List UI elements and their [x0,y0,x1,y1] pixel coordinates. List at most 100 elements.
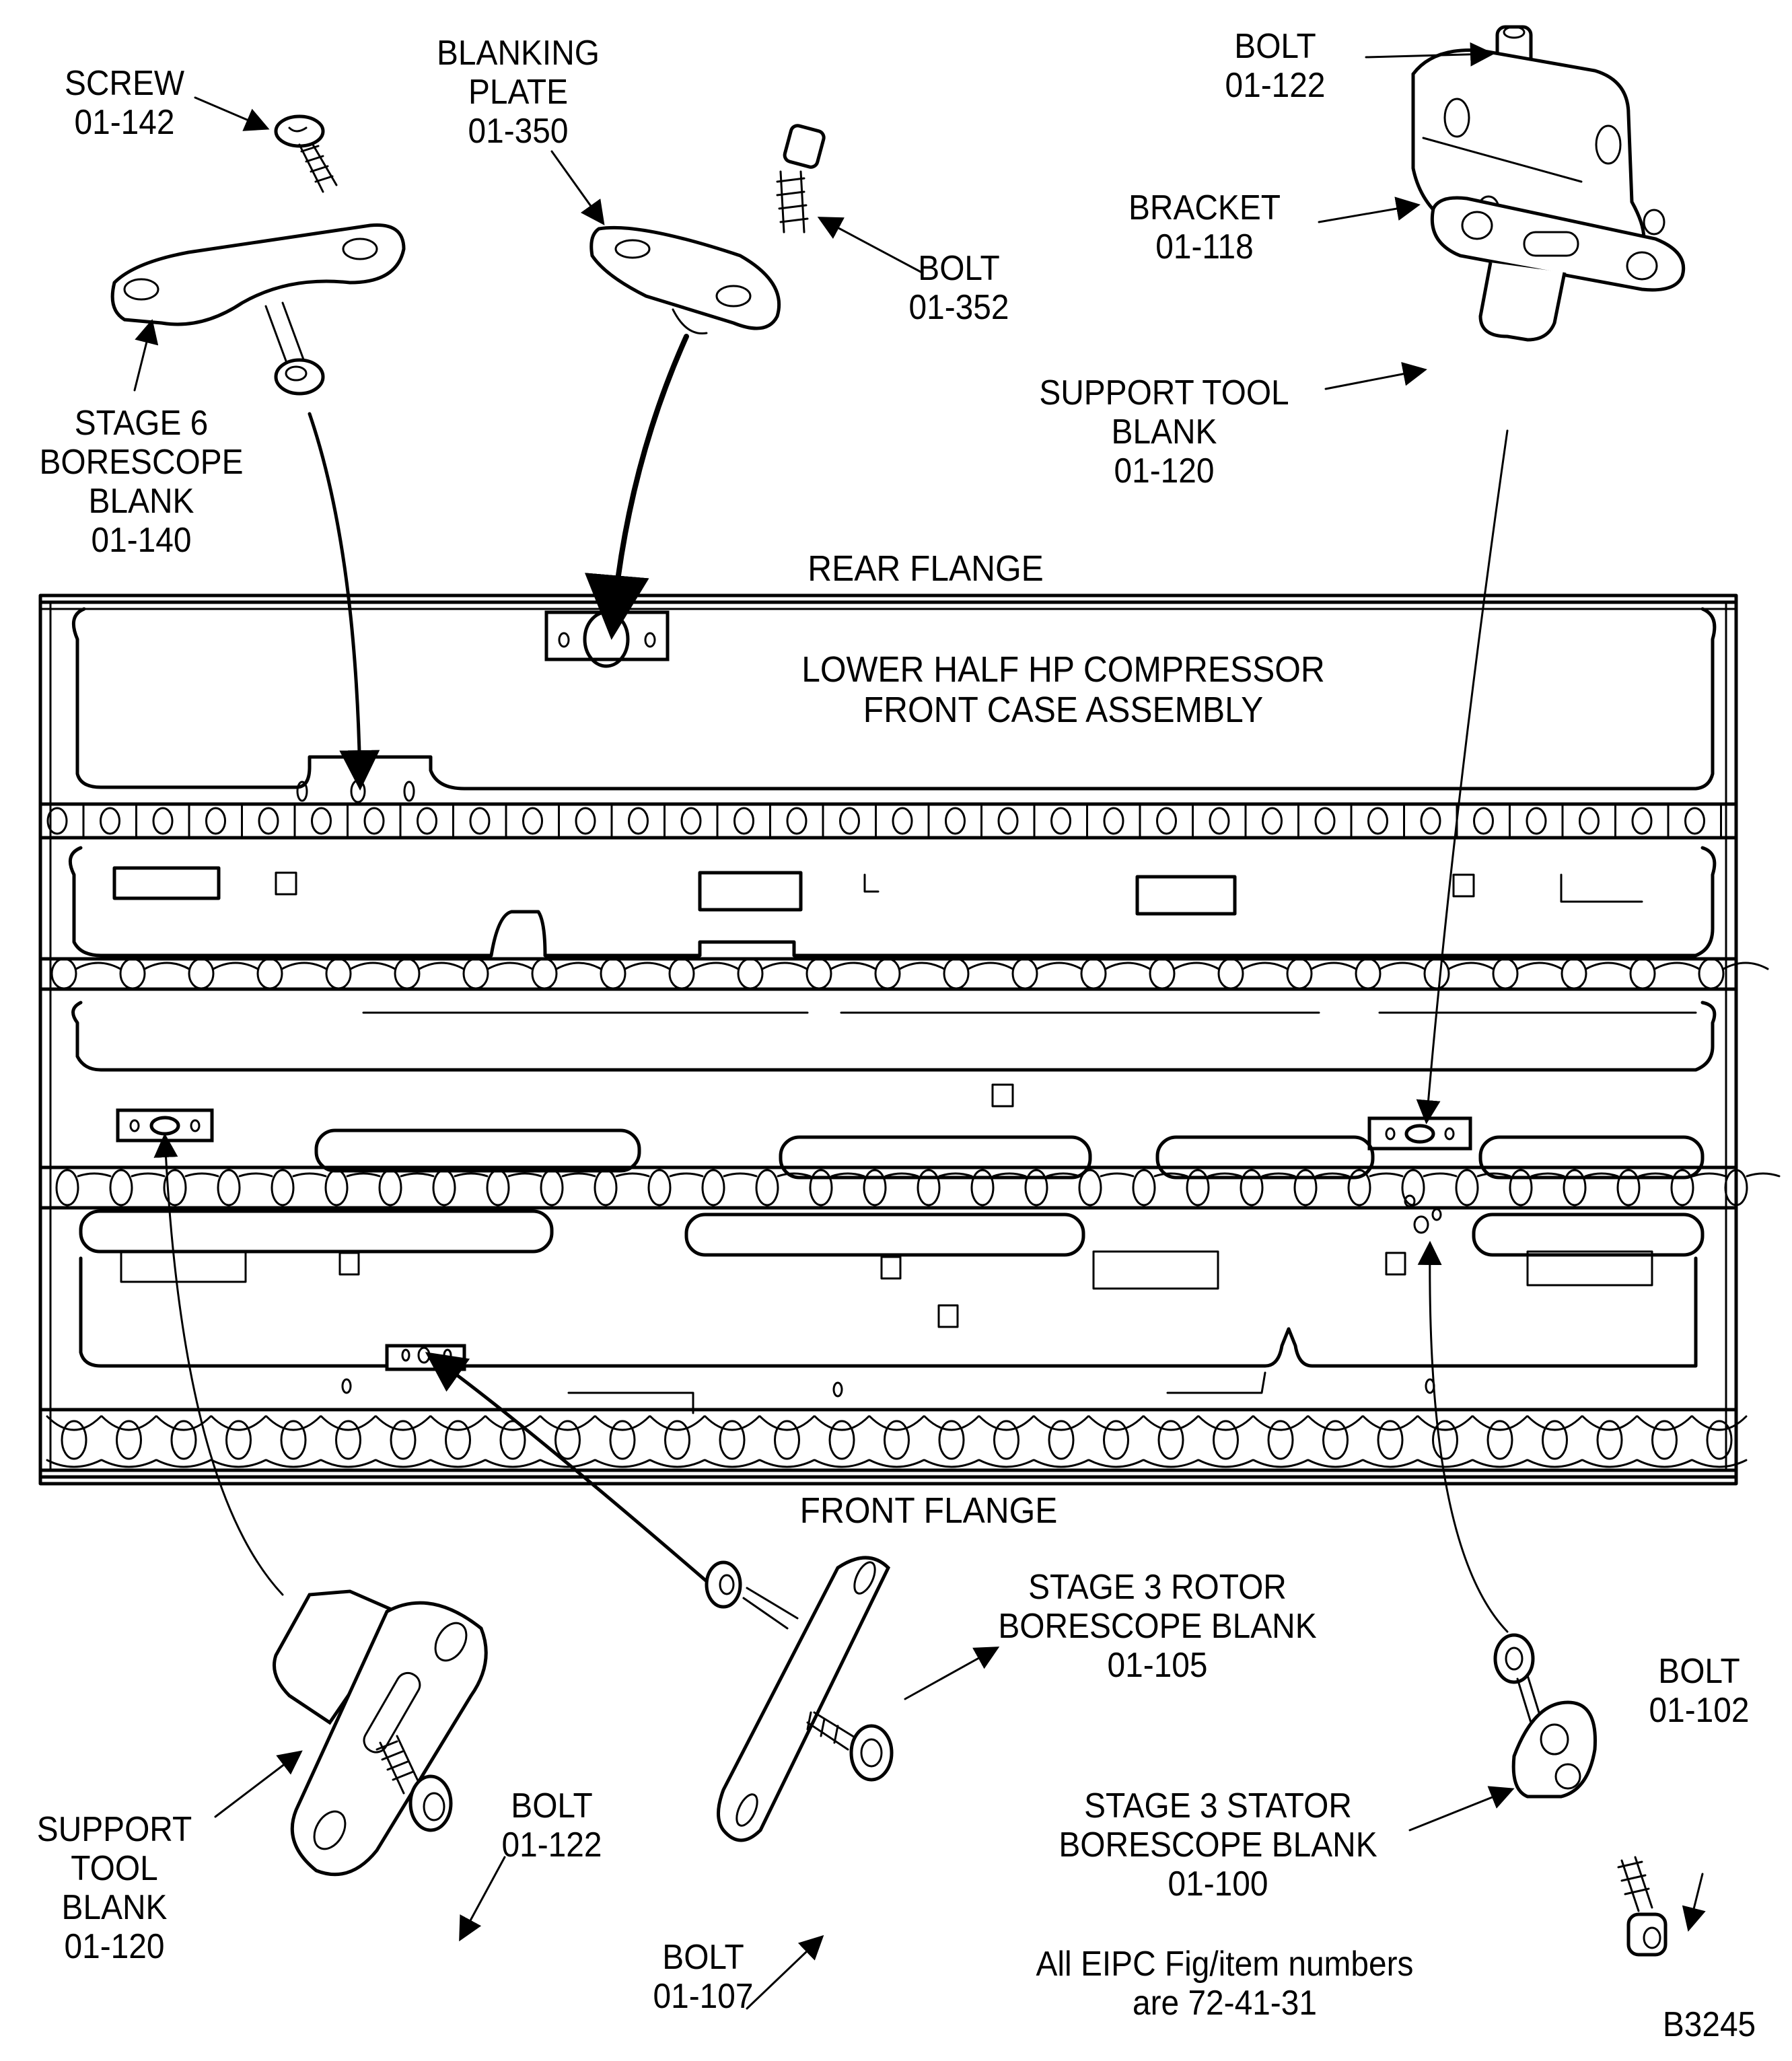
vane-hole [701,1169,725,1206]
vane-link [898,962,945,970]
vane-link [830,1172,865,1178]
flange-scallop [320,1459,376,1468]
vane-link [1036,962,1083,970]
callout-stage3-stator-borescope-blank-01-100: STAGE 3 STATOR BORESCOPE BLANK 01-100 [1038,1786,1398,1904]
flange-hole [554,1420,581,1460]
flange-scallop [101,1459,157,1468]
vane-hole [271,1169,295,1206]
vane-hole [1011,957,1038,990]
vane-hole [863,1169,887,1206]
vane-hole-row-3 [55,1169,1781,1206]
vane-link [761,962,808,970]
flange-scallop [594,1459,651,1468]
vane-hole [1103,807,1124,835]
assembly-title: LOWER HALF HP COMPRESSOR FRONT CASE ASSE… [779,649,1348,730]
flange-scallop [869,1459,925,1468]
vane-link [143,962,190,970]
vane-hole [1631,807,1653,835]
flange-wave [1691,1415,1748,1431]
stage3-stator-borescope-blank-part [1493,1633,1597,1799]
vane-hole [1080,957,1107,990]
flange-wave [1362,1415,1419,1431]
flange-hole [774,1420,800,1460]
vane-hole [680,807,702,835]
callout-line: 01-100 [1168,1865,1268,1904]
vane-hole [1526,807,1547,835]
flange-scallop [1527,1459,1583,1468]
flange-scallop [1307,1459,1363,1468]
vane-link [992,1172,1027,1178]
flange-hole [1596,1420,1623,1460]
vane-hole [258,807,279,835]
vane-hole [311,807,332,835]
vane-link [1692,1172,1727,1178]
flange-hole [1103,1420,1129,1460]
vane-hole [325,957,352,990]
vane-hole [839,807,860,835]
vane-link [1153,1172,1188,1178]
vane-link [561,1172,596,1178]
flange-wave [1198,1415,1254,1431]
flange-scallop [1637,1459,1692,1468]
vane-hole [647,1169,672,1206]
vane-hole [737,957,764,990]
callout-line: BOLT [918,249,1000,288]
vane-hole [1670,1169,1694,1206]
flange-hole [1706,1420,1733,1460]
vane-hole [205,807,226,835]
bolt-01-102-part [1617,1856,1668,1957]
flange-hole [938,1420,965,1460]
vane-hole [1629,957,1656,990]
flange-wave [704,1415,760,1431]
assembly-title-line-2: FRONT CASE ASSEMBLY [863,690,1264,730]
callout-line: BORESCOPE BLANK [1059,1825,1377,1865]
flange-hole [1651,1420,1678,1460]
vane-link [1173,962,1220,970]
flange-wave [1252,1415,1309,1431]
callout-line: SUPPORT TOOL [1039,373,1289,412]
vane-hole [1455,1169,1479,1206]
vane-hole [733,807,754,835]
callout-line: STAGE 6 [74,404,209,443]
vane-link [1584,1172,1619,1178]
flange-scallop [649,1459,705,1468]
vane-link [1315,1172,1350,1178]
vane-hole [1563,1169,1587,1206]
vane-link [1447,962,1495,970]
flange-scallop [485,1459,541,1468]
flange-scallop [704,1459,760,1468]
flange-hole [61,1420,87,1460]
flange-wave [923,1415,980,1431]
callout-line: BORESCOPE BLANK [998,1607,1317,1646]
vane-hole [1132,1169,1156,1206]
vane-hole [531,957,558,990]
vane-link [349,962,396,970]
vane-link [1242,962,1289,970]
callout-line: 01-118 [1155,227,1254,266]
vane-link [1638,1172,1673,1178]
vane-link [1530,1172,1565,1178]
flange-wave [1527,1415,1583,1431]
callout-line: BOLT [511,1786,593,1825]
callout-line: 01-105 [1107,1646,1208,1685]
vane-hole [755,1169,779,1206]
screw-01-142-part [274,114,338,193]
vane-hole [55,1169,79,1206]
vane-hole [874,957,901,990]
vane-link [555,962,602,970]
assembly-title-line-1: LOWER HALF HP COMPRESSOR [801,649,1325,690]
flange-wave [594,1415,651,1431]
callout-line: STAGE 3 ROTOR [1028,1568,1287,1607]
vane-link [1310,962,1357,970]
vane-link [400,1172,435,1178]
support-tool-blank-01-120-bottom-part [273,1589,488,1877]
flange-scallop [430,1459,486,1468]
callout-bolt-01-102: BOLT 01-102 [1628,1652,1770,1730]
callout-line: 01-140 [91,521,192,560]
callout-line: 01-352 [908,288,1009,327]
vane-hole [1024,1169,1048,1206]
callout-line: PLATE [468,73,569,112]
flange-wave [265,1415,322,1431]
vane-hole [100,807,120,835]
vane-hole [1367,807,1388,835]
